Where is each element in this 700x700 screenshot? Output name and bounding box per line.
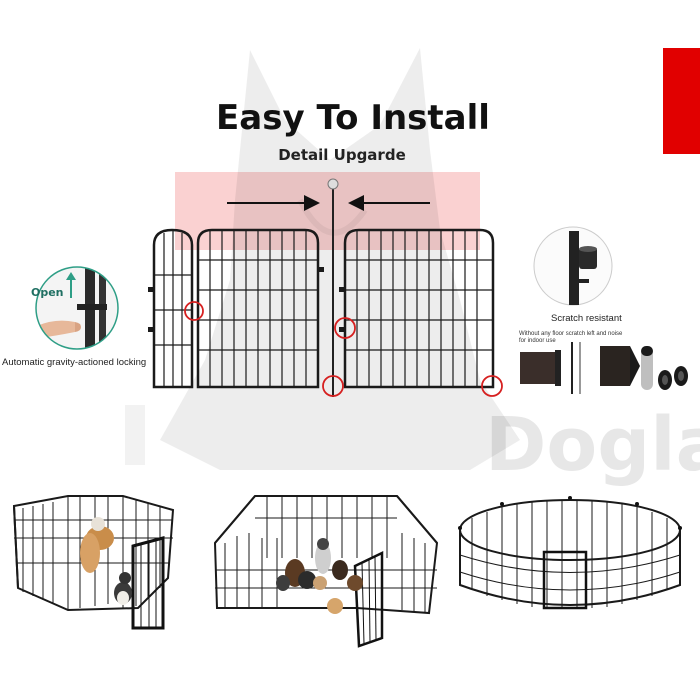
foot-cap-photos bbox=[520, 342, 688, 394]
fence-panel-right bbox=[343, 228, 495, 389]
watermark-dog-silhouette bbox=[160, 48, 520, 470]
watermark-text: Dogla bbox=[485, 402, 700, 488]
highlight-circles bbox=[184, 301, 503, 397]
open-text: Open bbox=[31, 286, 64, 299]
page-title: Easy To Install bbox=[216, 98, 490, 138]
highlight-foot bbox=[481, 375, 503, 397]
scratch-label: Scratch resistant bbox=[551, 313, 622, 324]
locking-detail-photo: Open bbox=[31, 266, 119, 350]
page-subtitle: Detail Upgarde bbox=[278, 146, 406, 164]
fence-panel-left bbox=[196, 228, 320, 389]
photo-fence-rectangle bbox=[213, 495, 439, 648]
highlight-pin-bottom bbox=[322, 375, 344, 397]
floor-note: Without any floor scratch left and noise… bbox=[519, 331, 623, 344]
photo-fence-octagon bbox=[12, 495, 175, 630]
gate-panel-small bbox=[152, 228, 194, 389]
scratch-detail-photo bbox=[533, 226, 613, 306]
puppies bbox=[276, 538, 363, 614]
photo-fence-circle bbox=[458, 496, 682, 610]
locking-label: Automatic gravity-actioned locking bbox=[2, 357, 147, 368]
fence-panel-diagram bbox=[148, 178, 503, 397]
highlight-hook bbox=[334, 317, 356, 339]
corner-red-tab bbox=[663, 48, 700, 154]
highlight-latch bbox=[184, 301, 204, 321]
